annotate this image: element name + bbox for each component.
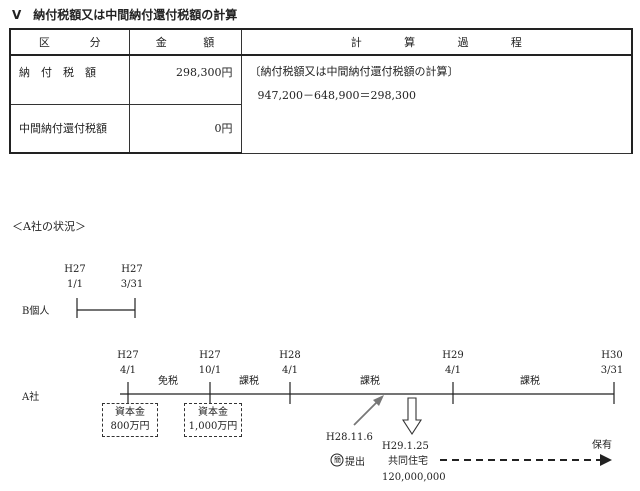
- calculation-process-cell: 〔納付税額又は中間納付還付税額の計算〕 947,200－648,900＝298,…: [240, 54, 633, 154]
- b-end-label: H27 3/31: [120, 264, 144, 290]
- header-process: 計算過程: [240, 28, 633, 56]
- header-amount: 金額: [128, 28, 242, 56]
- hold-arrow-head: [600, 454, 612, 466]
- filing-arrow-head: [373, 395, 384, 406]
- a-row-label: A社: [22, 392, 40, 403]
- period-label-taxable: 課税: [360, 376, 380, 387]
- purchase-info: H29.1.25 共同住宅: [382, 441, 429, 467]
- purchase-price: 120,000,000: [382, 472, 446, 483]
- row-label-interim-refund: 中間納付還付税額: [9, 103, 130, 154]
- filing-text: 提出: [345, 457, 365, 468]
- stamp-text: 簡: [334, 456, 341, 464]
- a-tick-label: H27 4/1: [117, 350, 139, 376]
- row-amount-interim-refund: 0円: [128, 103, 242, 154]
- a-tick-label: H28 4/1: [279, 350, 301, 376]
- table-row: 中間納付還付税額 0円: [9, 103, 632, 154]
- row-label-tax-payable: 納 付 税 額: [9, 54, 130, 105]
- process-formula: 947,200－648,900＝298,300: [257, 89, 416, 102]
- filing-arrow-shaft: [353, 400, 379, 426]
- section-title: Ⅴ 納付税額又は中間納付還付税額の計算: [12, 8, 238, 22]
- row-amount-tax-payable: 298,300円: [128, 54, 242, 105]
- filing-date: H28.11.6: [326, 432, 373, 443]
- period-label-taxable: 課税: [520, 376, 540, 387]
- capital-box: 資本金 800万円: [102, 403, 158, 437]
- calculation-table: 区分 金額 計算過程 納 付 税 額 298,300円 〔納付税額又は中間納付還…: [9, 28, 633, 154]
- a-tick-label: H27 10/1: [198, 350, 222, 376]
- a-tick-label: H30 3/31: [600, 350, 624, 376]
- period-label-taxable: 課税: [239, 376, 259, 387]
- hold-label: 保有: [592, 440, 612, 451]
- stamp-circle-icon: [330, 453, 344, 467]
- b-row-label: B個人: [22, 306, 50, 317]
- table-row: 納 付 税 額 298,300円 〔納付税額又は中間納付還付税額の計算〕 947…: [9, 54, 633, 154]
- capital-box: 資本金 1,000万円: [184, 403, 242, 437]
- process-title: 〔納付税額又は中間納付還付税額の計算〕: [249, 65, 459, 78]
- purchase-arrow: [401, 397, 423, 436]
- a-tick-label: H29 4/1: [442, 350, 464, 376]
- situation-heading: ＜A社の状況＞: [12, 220, 86, 233]
- b-start-label: H27 1/1: [64, 264, 86, 290]
- header-category: 区分: [9, 28, 130, 56]
- table-header-row: 区分 金額 計算過程: [9, 28, 633, 56]
- period-label-exempt: 免税: [158, 376, 178, 387]
